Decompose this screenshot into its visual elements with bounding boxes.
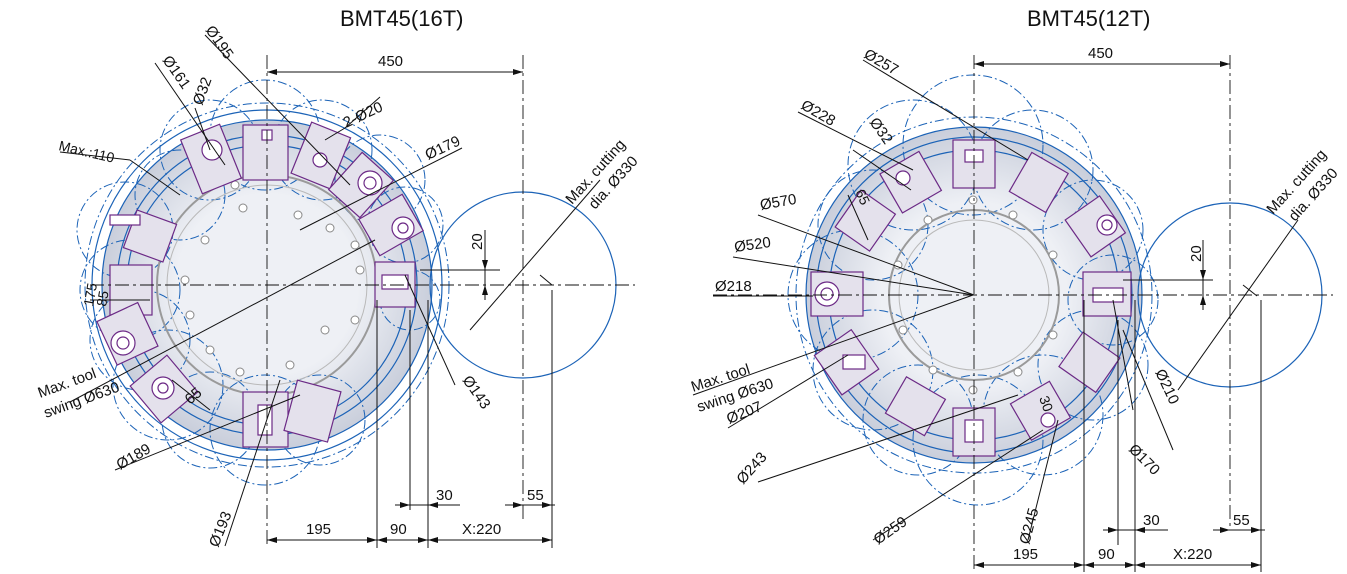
label-max110: Max.:110 <box>57 137 116 165</box>
dim-20: 20 <box>420 230 500 300</box>
label-d143: Ø143 <box>459 373 494 413</box>
label-d32: Ø32 <box>190 75 216 107</box>
dim-195: 195 <box>306 521 331 538</box>
dim-450: 450 <box>267 53 523 75</box>
dim-30: 30 <box>1143 512 1160 529</box>
label-d245: Ø245 <box>1016 506 1042 546</box>
label-d210: Ø210 <box>1151 367 1182 407</box>
svg-text:20: 20 <box>1188 245 1205 262</box>
dim-195: 195 <box>1013 546 1038 563</box>
dim-20: 20 <box>1123 240 1213 310</box>
turret-12t-panel: BMT45(12T) <box>673 0 1347 574</box>
leader-lines <box>59 34 601 547</box>
label-d179: Ø179 <box>423 133 463 164</box>
label-d161: Ø161 <box>159 53 194 93</box>
dim-x220: X:220 <box>462 521 501 538</box>
label-d228: Ø228 <box>798 97 838 130</box>
label-d170: Ø170 <box>1125 441 1163 479</box>
label-d259: Ø259 <box>871 513 911 548</box>
label-30: 30 <box>1036 394 1056 414</box>
dim-90: 90 <box>390 521 407 538</box>
turret-12t-drawing: 450 195 90 X:220 30 55 <box>689 45 1341 572</box>
label-d520: Ø520 <box>733 234 772 256</box>
plate-bolt-holes <box>893 195 1058 395</box>
label-175: 175 <box>80 282 100 308</box>
bottom-dimensions <box>974 300 1265 572</box>
turret-16t-title: BMT45(16T) <box>340 6 464 31</box>
label-d243: Ø243 <box>733 449 770 488</box>
turret-12t-title: BMT45(12T) <box>1027 6 1151 31</box>
leader-lines <box>692 59 1299 541</box>
bottom-dimensions <box>267 290 555 548</box>
label-d570: Ø570 <box>759 191 798 214</box>
plate-bolt-holes <box>180 180 365 377</box>
tool-holder-details <box>814 149 1124 443</box>
turret-16t-panel: BMT45(16T) <box>0 0 673 574</box>
label-d257: Ø257 <box>861 46 901 79</box>
label-2d20: 2-Ø20 <box>341 99 386 132</box>
label-65: 65 <box>852 187 873 208</box>
turret-16t-drawing: 450 195 90 X:220 30 55 <box>36 23 642 550</box>
svg-text:450: 450 <box>378 53 403 70</box>
label-85: 85 <box>93 289 111 307</box>
dim-450: 450 <box>974 45 1230 67</box>
label-d32: Ø32 <box>866 115 896 148</box>
dim-55: 55 <box>527 487 544 504</box>
label-d195: Ø195 <box>202 23 237 63</box>
svg-text:450: 450 <box>1088 45 1113 62</box>
svg-text:20: 20 <box>469 233 486 250</box>
label-d189: Ø189 <box>114 440 154 473</box>
dim-55: 55 <box>1233 512 1250 529</box>
dim-30: 30 <box>436 487 453 504</box>
label-d218: Ø218 <box>715 278 752 295</box>
dim-x220: X:220 <box>1173 546 1212 563</box>
dim-90: 90 <box>1098 546 1115 563</box>
